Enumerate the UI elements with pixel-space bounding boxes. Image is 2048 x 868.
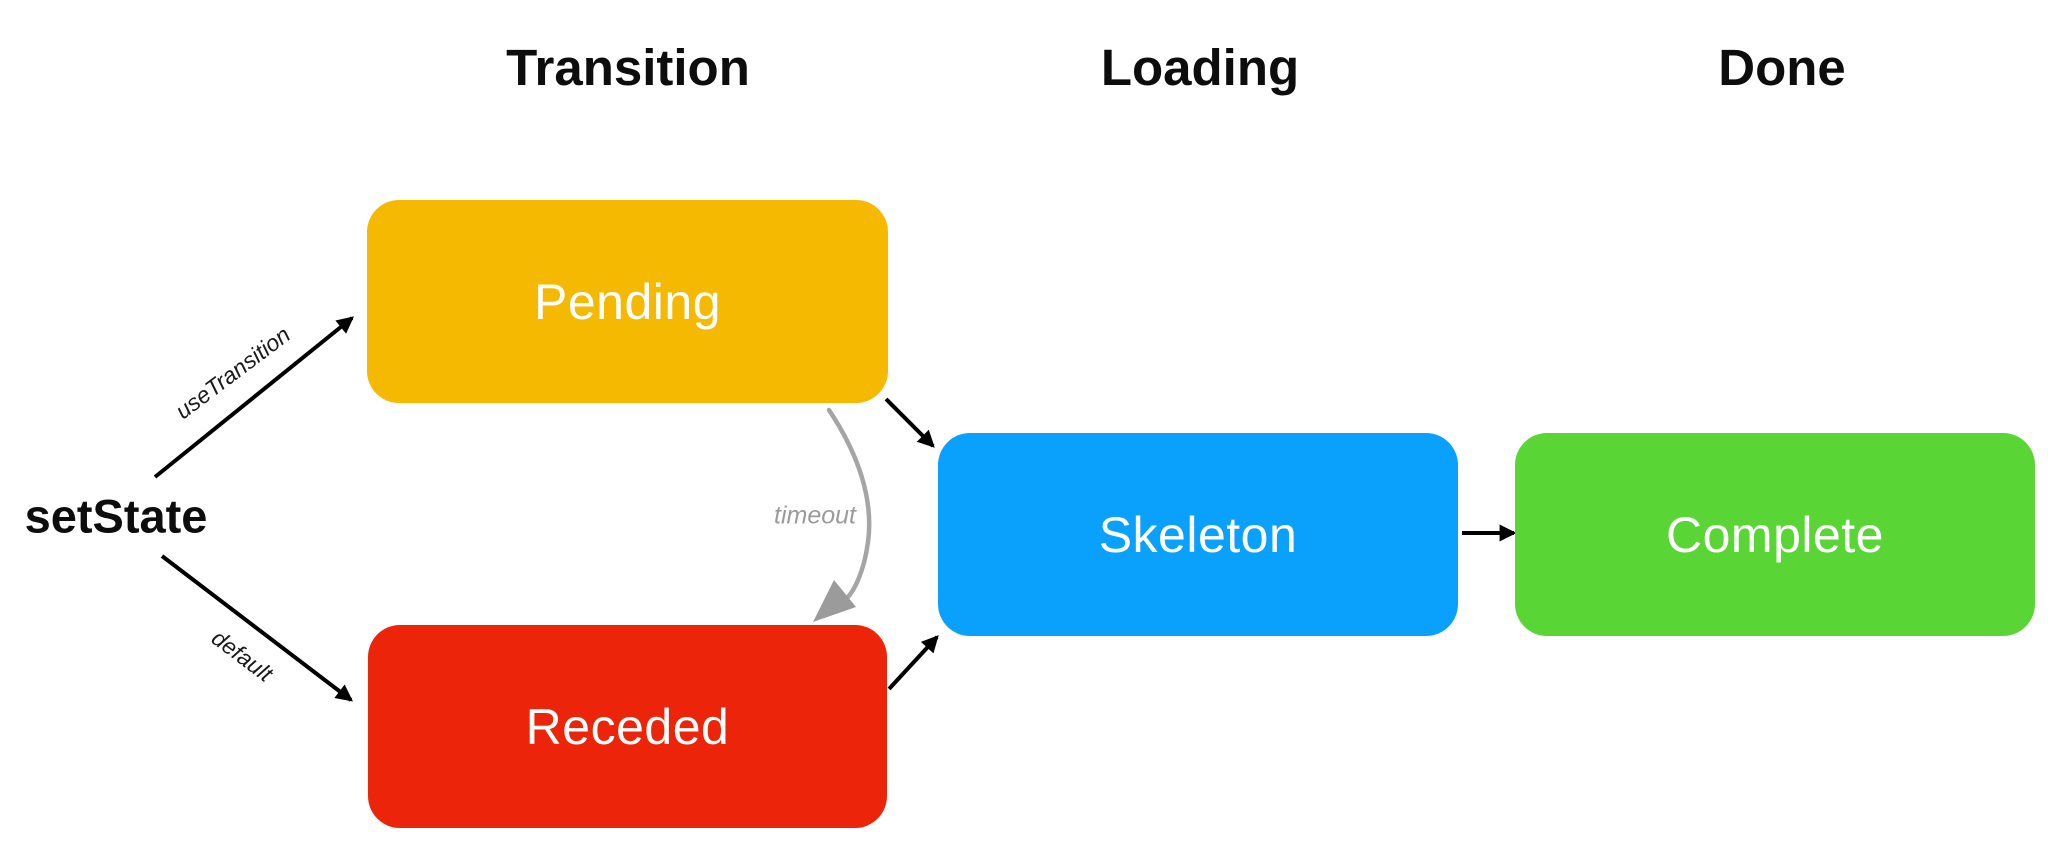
- edge-label-usetransition: useTransition: [170, 321, 295, 425]
- column-header-loading: Loading: [1100, 39, 1300, 96]
- edge-label-timeout: timeout: [774, 501, 856, 530]
- node-skeleton: Skeleton: [938, 433, 1458, 636]
- arrow-pending-to-skeleton: [884, 397, 935, 448]
- column-header-transition: Transition: [506, 39, 750, 96]
- node-pending-label: Pending: [534, 273, 721, 330]
- arrow-receded-to-skeleton: [887, 635, 939, 691]
- column-header-done: Done: [1718, 39, 1846, 96]
- edge-label-default: default: [206, 624, 278, 687]
- node-receded: Receded: [368, 625, 887, 828]
- node-skeleton-label: Skeleton: [1098, 506, 1298, 563]
- timeout-arrowhead-icon: [813, 580, 856, 622]
- node-receded-label: Receded: [525, 698, 730, 755]
- entry-label-setstate: setState: [24, 489, 208, 543]
- node-complete: Complete: [1515, 433, 2035, 636]
- node-complete-label: Complete: [1666, 506, 1884, 563]
- node-pending: Pending: [367, 200, 888, 403]
